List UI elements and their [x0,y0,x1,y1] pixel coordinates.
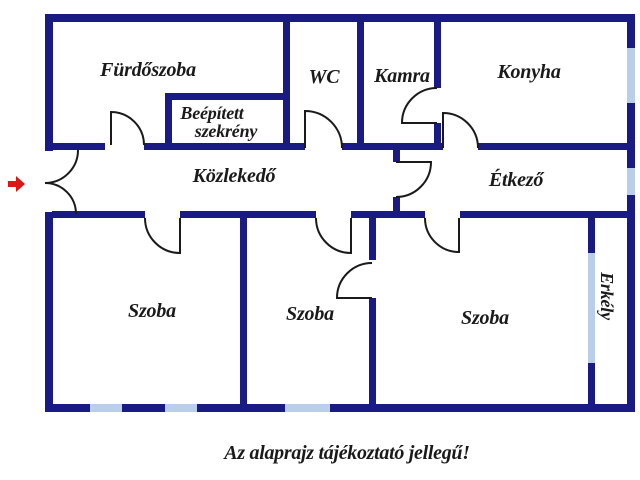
wall-outer-bottom [45,404,635,412]
window-room-left-1 [90,404,122,412]
wall-closet-top [165,93,287,100]
window-dining [627,168,635,195]
wall-row1-d [478,143,627,150]
caption: Az alaprajz tájékoztató jellegű! [224,442,470,464]
room-label-hallway: Közlekedő [192,165,276,187]
wall-row1-c [342,143,443,150]
wall-outer-right [627,14,635,412]
room-label-bathroom: Fürdőszoba [100,59,196,81]
wall-hallway-dining-lower [393,197,400,211]
door-entrance-lower-leaf [44,182,77,215]
window-balcony-door [588,253,595,363]
wall-hallway-bottom-c [351,211,425,218]
wall-pantry-kitchen-lower [434,123,441,145]
room-label-pantry: Kamra [374,65,430,87]
door-hallway-dining [395,161,433,198]
door-room-right [424,217,460,254]
window-room-middle [285,404,330,412]
wall-outer-left-upper [45,14,53,151]
wall-dining-bottom [460,211,627,218]
room-label-room-middle: Szoba [286,303,334,325]
door-room-middle [315,217,352,255]
room-label-wc: WC [308,66,340,88]
door-entrance-upper-leaf [44,149,79,184]
wall-hallway-bottom-a [52,211,145,218]
wall-wc-pantry [357,20,364,145]
windows [90,48,635,412]
wall-row1-a [45,143,105,150]
window-kitchen [627,48,635,103]
wall-closet-left [165,100,172,145]
door-pantry [400,87,438,124]
entrance-arrow-icon [8,176,25,192]
wall-row1-b [144,143,305,150]
window-room-left-2 [165,404,197,412]
wall-room-middle-right-lower [369,298,376,404]
walls [45,14,635,412]
wall-pantry-kitchen-upper [434,20,441,88]
wall-outer-left-lower [45,212,53,412]
wall-outer-top [45,14,635,22]
room-label-kitchen: Konyha [497,61,561,83]
wall-room-middle-right-upper [369,218,376,260]
room-label-dining: Étkező [488,169,544,191]
wall-bathroom-wc [283,20,290,145]
door-room-left [144,217,181,255]
wall-hallway-dining-upper [393,150,400,162]
wall-hallway-bottom-b [180,211,316,218]
wall-room-left-middle [240,218,247,404]
door-swings [44,87,479,299]
door-bathroom [110,110,145,146]
door-wc [304,109,343,149]
door-kitchen [442,111,479,149]
door-rooms-connecting [335,262,373,299]
room-label-balcony: Erkély [597,272,617,320]
room-label-room-right: Szoba [461,307,509,329]
room-label-closet-line2: szekrény [194,121,258,141]
room-label-room-left: Szoba [128,300,176,322]
room-label-closet-line1: Beépített [180,103,244,123]
